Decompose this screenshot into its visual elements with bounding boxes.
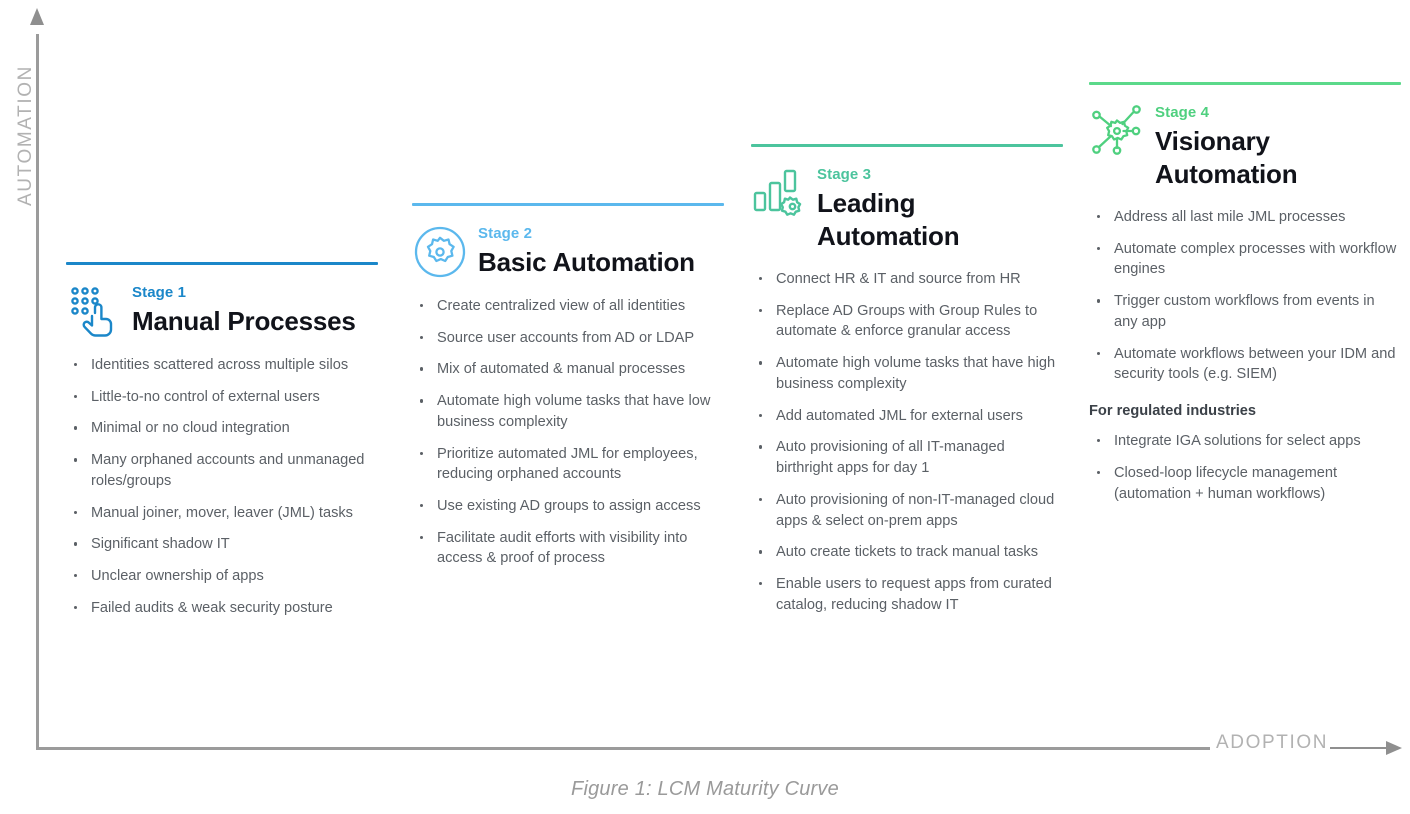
stage-2-titles: Stage 2 Basic Automation xyxy=(478,222,695,279)
x-axis-line xyxy=(36,747,1184,750)
list-item: Address all last mile JML processes xyxy=(1089,207,1401,228)
stage-3-titles: Stage 3 Leading Automation xyxy=(817,163,1063,253)
list-item: Trigger custom workflows from events in … xyxy=(1089,291,1401,332)
list-item: Automate high volume tasks that have low… xyxy=(412,391,724,432)
stage-4-kicker: Stage 4 xyxy=(1155,104,1210,121)
network-gear-icon xyxy=(1089,103,1145,159)
list-item: Facilitate audit efforts with visibility… xyxy=(412,528,724,569)
list-item: Create centralized view of all identitie… xyxy=(412,296,724,317)
x-axis-arrow-shaft xyxy=(1330,747,1388,749)
stage-2-title: Basic Automation xyxy=(478,246,695,277)
stage-4-subhead: For regulated industries xyxy=(1089,403,1257,420)
y-axis-label: AUTOMATION xyxy=(15,65,36,206)
stage-column-4: Stage 4 Visionary Automation Address all… xyxy=(1089,82,1401,515)
list-item: Integrate IGA solutions for select apps xyxy=(1089,431,1401,452)
stage-4-rule xyxy=(1089,82,1401,85)
x-axis-arrow-icon xyxy=(1386,741,1402,755)
list-item: Enable users to request apps from curate… xyxy=(751,574,1063,615)
list-item: Closed-loop lifecycle management (automa… xyxy=(1089,463,1401,504)
list-item: Automate workflows between your IDM and … xyxy=(1089,344,1401,385)
list-item: Significant shadow IT xyxy=(66,534,378,555)
x-axis-label: ADOPTION xyxy=(1216,732,1329,753)
y-axis-arrow-icon xyxy=(30,8,44,25)
x-axis-line-segment xyxy=(1184,747,1210,750)
list-item: Automate high volume tasks that have hig… xyxy=(751,353,1063,394)
stage-3-rule xyxy=(751,144,1063,147)
list-item: Many orphaned accounts and unmanaged rol… xyxy=(66,450,378,491)
stage-1-bullet-list: Identities scattered across multiple sil… xyxy=(66,355,378,618)
bar-chart-gear-icon xyxy=(751,165,807,221)
stage-2-header: Stage 2 Basic Automation xyxy=(412,222,724,280)
stage-4-titles: Stage 4 Visionary Automation xyxy=(1155,101,1401,191)
keypad-hand-icon xyxy=(66,283,122,339)
stage-column-1: Stage 1 Manual Processes Identities scat… xyxy=(66,262,378,629)
stage-1-rule xyxy=(66,262,378,265)
list-item: Unclear ownership of apps xyxy=(66,566,378,587)
stage-4-title: Visionary Automation xyxy=(1155,125,1298,189)
list-item: Auto provisioning of all IT-managed birt… xyxy=(751,437,1063,478)
stage-3-bullet-list: Connect HR & IT and source from HR Repla… xyxy=(751,269,1063,615)
stage-column-3: Stage 3 Leading Automation Connect HR & … xyxy=(751,144,1063,626)
stage-column-2: Stage 2 Basic Automation Create centrali… xyxy=(412,203,724,580)
y-axis-line xyxy=(36,34,39,750)
stage-4-header: Stage 4 Visionary Automation xyxy=(1089,101,1401,191)
list-item: Identities scattered across multiple sil… xyxy=(66,355,378,376)
list-item: Little-to-no control of external users xyxy=(66,387,378,408)
list-item: Minimal or no cloud integration xyxy=(66,418,378,439)
list-item: Manual joiner, mover, leaver (JML) tasks xyxy=(66,503,378,524)
list-item: Failed audits & weak security posture xyxy=(66,598,378,619)
stage-1-titles: Stage 1 Manual Processes xyxy=(132,281,356,338)
list-item: Automate complex processes with workflow… xyxy=(1089,239,1401,280)
stage-3-title: Leading Automation xyxy=(817,187,960,251)
gear-circle-icon xyxy=(412,224,468,280)
list-item: Connect HR & IT and source from HR xyxy=(751,269,1063,290)
list-item: Source user accounts from AD or LDAP xyxy=(412,328,724,349)
stage-2-kicker: Stage 2 xyxy=(478,225,533,242)
list-item: Prioritize automated JML for employees, … xyxy=(412,444,724,485)
stage-1-kicker: Stage 1 xyxy=(132,284,187,301)
stage-3-header: Stage 3 Leading Automation xyxy=(751,163,1063,253)
stage-1-header: Stage 1 Manual Processes xyxy=(66,281,378,339)
figure-caption: Figure 1: LCM Maturity Curve xyxy=(571,778,839,800)
list-item: Auto provisioning of non-IT-managed clou… xyxy=(751,490,1063,531)
stage-3-kicker: Stage 3 xyxy=(817,166,872,183)
stage-2-bullet-list: Create centralized view of all identitie… xyxy=(412,296,724,569)
list-item: Auto create tickets to track manual task… xyxy=(751,542,1063,563)
stage-4-bullet-list: Address all last mile JML processes Auto… xyxy=(1089,207,1401,385)
list-item: Add automated JML for external users xyxy=(751,406,1063,427)
list-item: Use existing AD groups to assign access xyxy=(412,496,724,517)
list-item: Replace AD Groups with Group Rules to au… xyxy=(751,301,1063,342)
stage-4-regulated-bullet-list: Integrate IGA solutions for select apps … xyxy=(1089,431,1401,504)
stage-2-rule xyxy=(412,203,724,206)
list-item: Mix of automated & manual processes xyxy=(412,359,724,380)
stage-1-title: Manual Processes xyxy=(132,305,356,336)
